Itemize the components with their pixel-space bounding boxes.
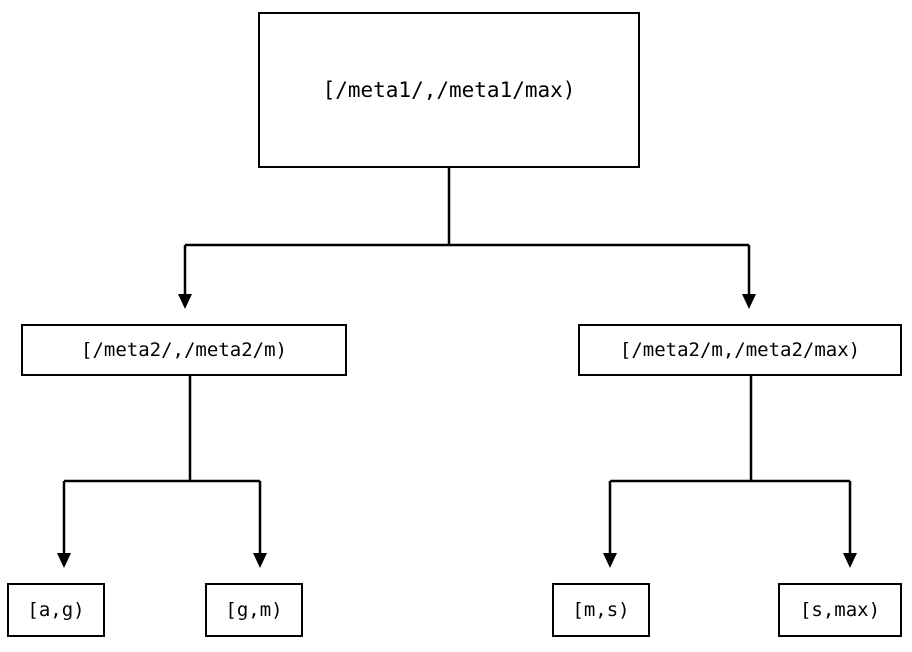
node-root[interactable]: [/meta1/,/meta1/max) (258, 12, 640, 168)
node-leaf-a-g-label: [a,g) (27, 598, 85, 621)
arrowhead-right-mid-icon (742, 294, 756, 309)
arrowhead-leaf-smax-icon (843, 553, 857, 568)
node-leaf-g-m-label: [g,m) (225, 598, 283, 621)
node-left-mid-label: [/meta2/,/meta2/m) (81, 338, 287, 361)
node-right-mid[interactable]: [/meta2/m,/meta2/max) (578, 324, 902, 376)
arrowhead-leaf-ms-icon (603, 553, 617, 568)
arrowhead-left-mid-icon (178, 294, 192, 309)
node-right-mid-label: [/meta2/m,/meta2/max) (619, 338, 861, 361)
node-leaf-s-max[interactable]: [s,max) (778, 583, 902, 637)
node-root-label: [/meta1/,/meta1/max) (322, 77, 576, 102)
node-leaf-g-m[interactable]: [g,m) (205, 583, 303, 637)
arrowhead-leaf-ag-icon (57, 553, 71, 568)
node-leaf-a-g[interactable]: [a,g) (7, 583, 105, 637)
node-leaf-s-max-label: [s,max) (799, 598, 881, 621)
node-leaf-m-s-label: [m,s) (572, 598, 630, 621)
node-left-mid[interactable]: [/meta2/,/meta2/m) (21, 324, 347, 376)
node-leaf-m-s[interactable]: [m,s) (552, 583, 650, 637)
arrowhead-leaf-gm-icon (253, 553, 267, 568)
